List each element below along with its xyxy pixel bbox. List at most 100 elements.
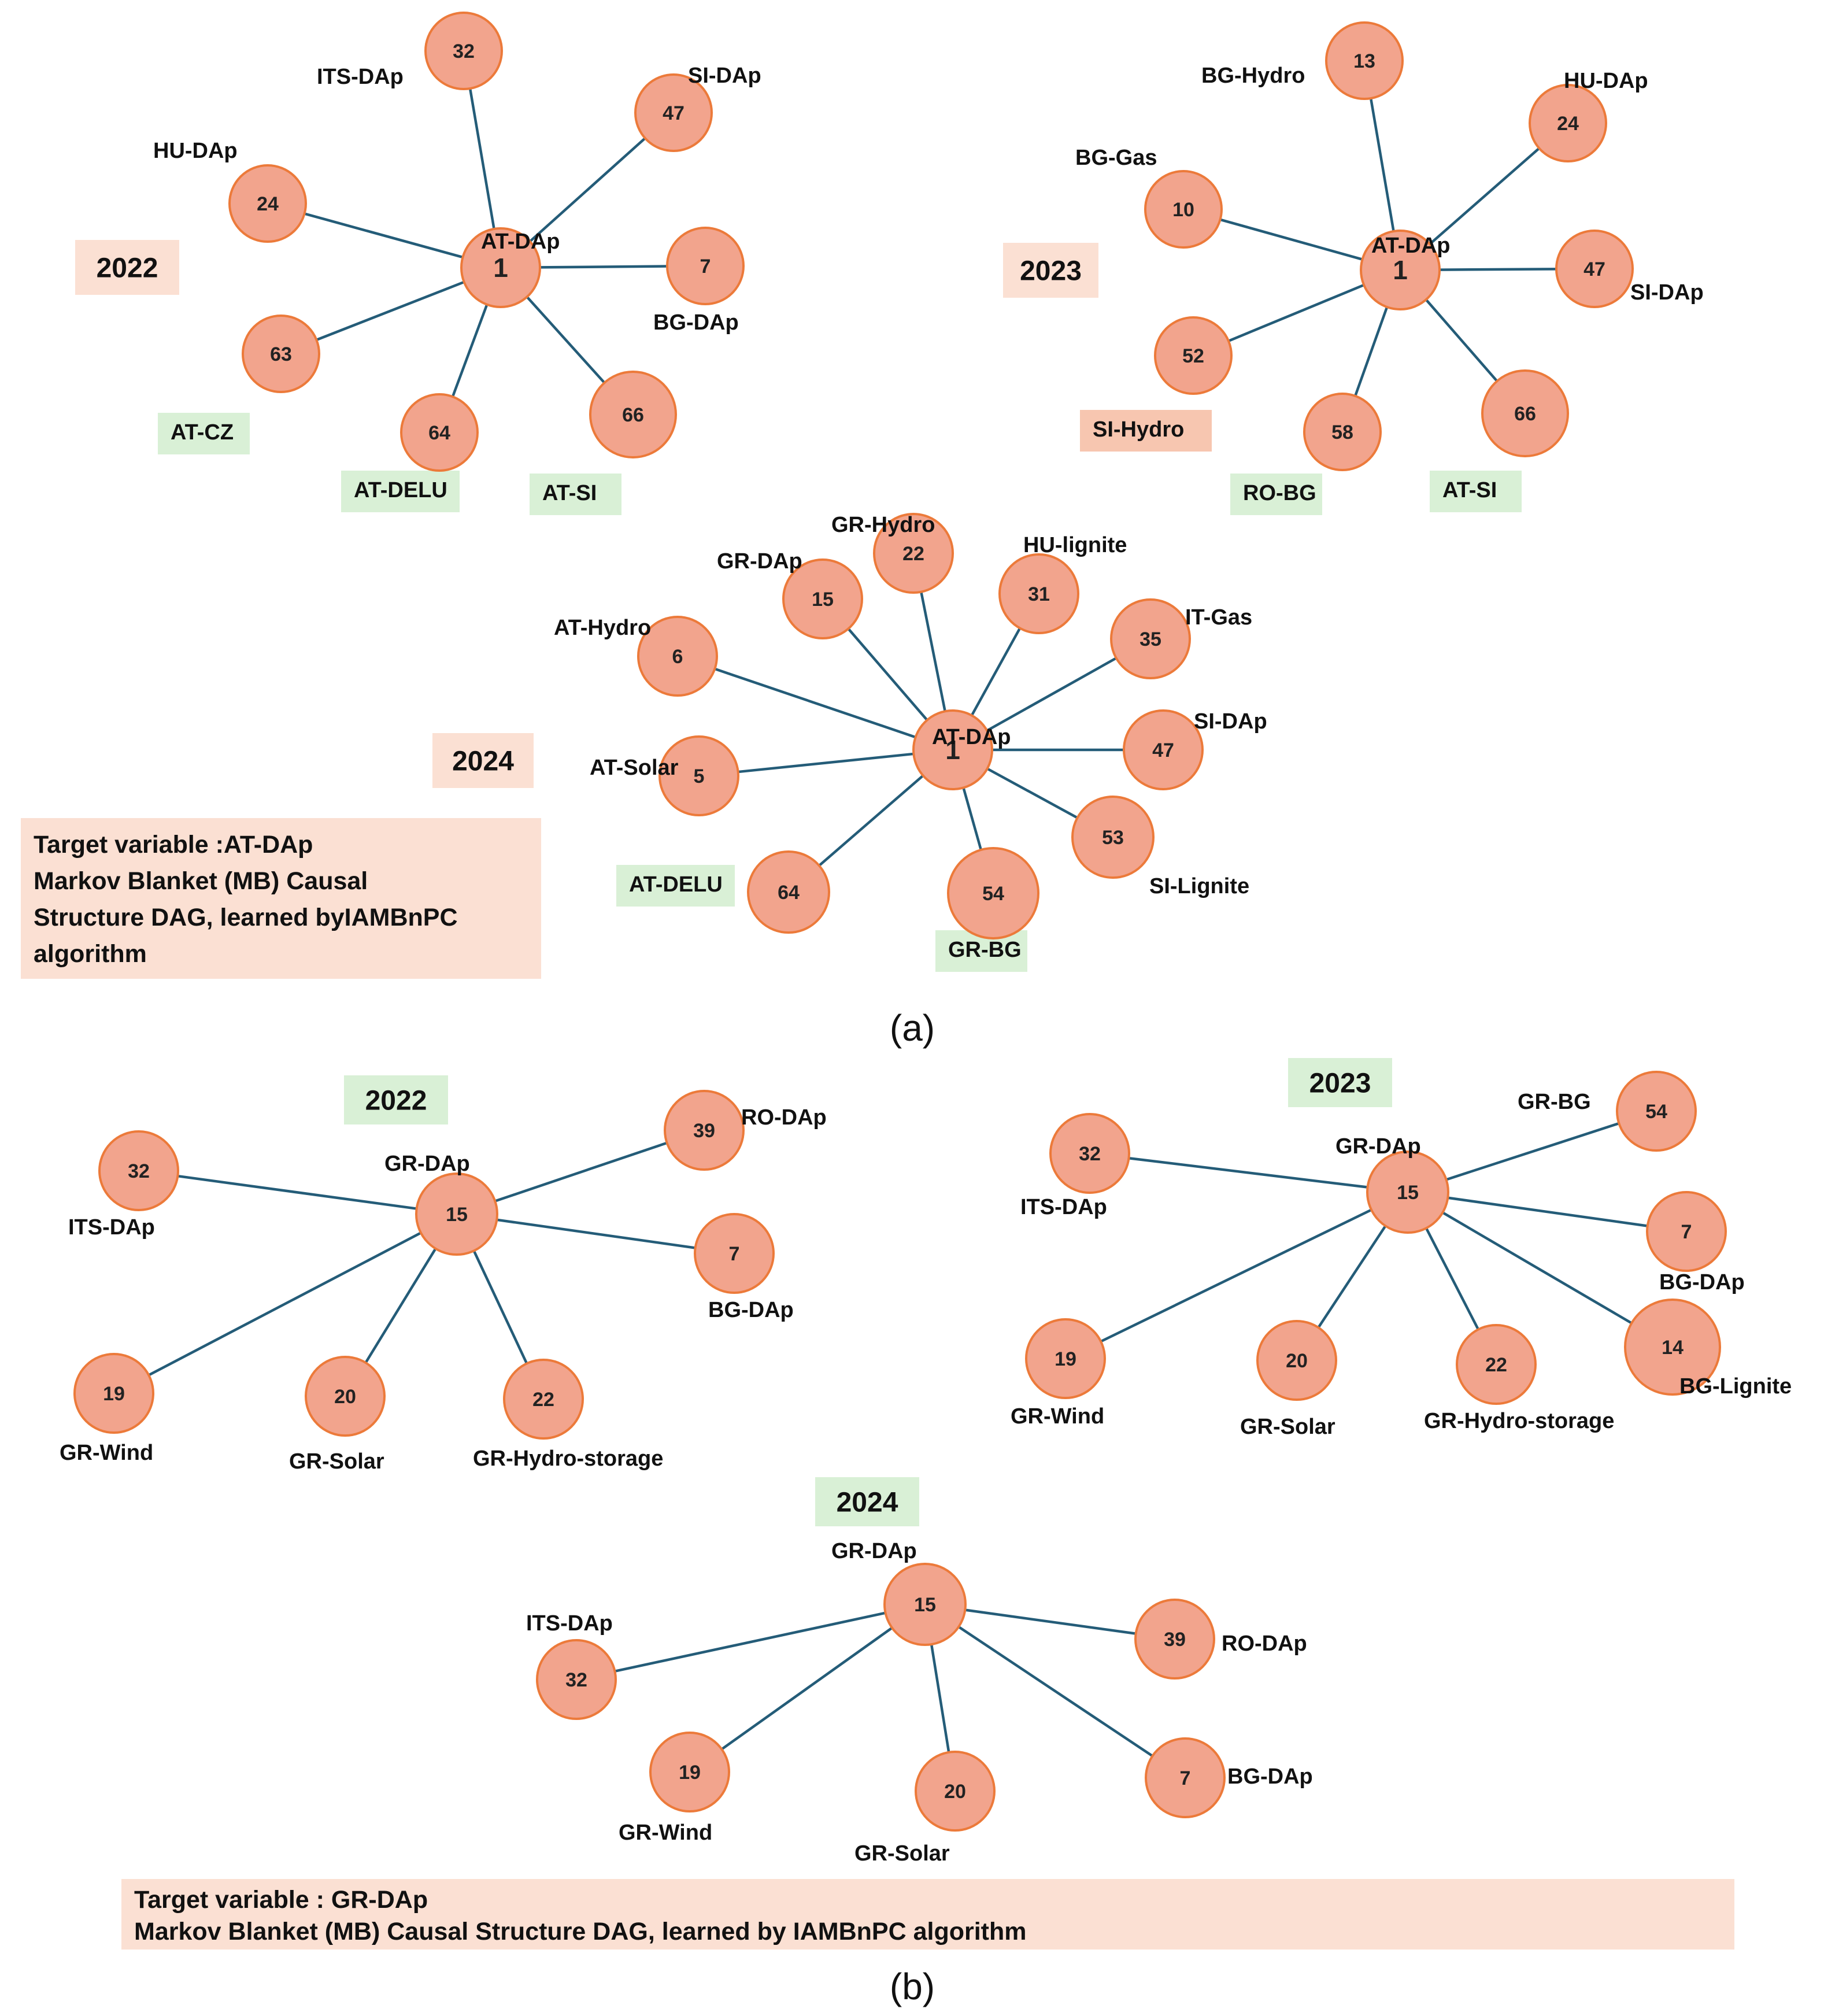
edge-a-2024-53 [986,767,1078,819]
node-a-2024-5 [658,735,739,816]
node-label-b-2022-bg-dap: BG-DAp [708,1298,794,1322]
node-id-a-2023-10: 10 [1172,199,1194,221]
edge-a-2022-47 [529,137,646,243]
node-label-b-2024-gr-solar: GR-Solar [854,1841,950,1866]
node-id-a-2023-58: 58 [1331,421,1353,443]
edge-b-2022-7 [496,1218,695,1249]
node-label-a-2022-at-cz: AT-CZ [171,420,234,445]
center-node-label-a-2023: AT-DAp [1371,234,1451,258]
node-id-b-2022-32: 32 [128,1160,150,1182]
node-id-a-2024-53: 53 [1102,827,1124,849]
edge-b-2022-32 [177,1174,417,1210]
center-node-id-b-2022: 15 [446,1204,468,1226]
node-id-a-2022-47: 47 [663,102,685,124]
center-node-b-2024 [883,1563,967,1646]
node-b-2023-22 [1456,1324,1537,1405]
node-label-a-2024-hu-lignite: HU-lignite [1023,533,1127,557]
node-id-a-2022-32: 32 [453,40,475,62]
node-b-2024-39 [1134,1599,1215,1680]
node-id-a-2024-35: 35 [1139,628,1161,650]
edge-a-2022-7 [539,265,668,269]
center-node-label-a-2022: AT-DAp [481,230,560,254]
label-tag-a-2022-at-cz [158,413,250,454]
node-b-2023-19 [1025,1318,1106,1399]
node-id-b-2023-20: 20 [1286,1350,1308,1372]
node-label-b-2023-gr-wind: GR-Wind [1011,1404,1104,1429]
note-line-a-1: Target variable :AT-DAp [34,831,313,859]
node-b-2022-7 [694,1213,775,1294]
node-a-2024-64 [747,850,830,934]
node-b-2023-54 [1616,1071,1697,1152]
node-b-2022-39 [664,1090,745,1171]
edge-b-2024-20 [930,1644,950,1753]
edge-b-2022-39 [494,1141,668,1203]
edge-a-2023-24 [1429,147,1540,245]
node-label-a-2023-at-si: AT-SI [1442,478,1497,502]
node-a-2023-47 [1555,230,1634,308]
note-line-a-2: Markov Blanket (MB) Causal [34,867,368,895]
node-a-2022-63 [242,315,320,393]
node-id-b-2023-14: 14 [1662,1337,1684,1359]
edges-layer [148,88,1648,1758]
label-tag-a-2023-si-hydro [1080,410,1212,452]
center-node-a-2023 [1360,230,1441,310]
label-tag-a-2024-at-delu [616,865,735,907]
node-label-b-2022-gr-wind: GR-Wind [60,1441,153,1465]
node-label-a-2022-bg-dap: BG-DAp [653,310,739,335]
node-b-2022-32 [98,1130,179,1211]
year-label-b-2022: 2022 [365,1086,427,1116]
center-node-id-a-2022: 1 [493,253,508,283]
node-b-2022-19 [73,1353,154,1434]
node-id-b-2024-20: 20 [944,1781,966,1803]
node-id-a-2024-6: 6 [672,646,683,668]
node-a-2023-10 [1144,170,1223,249]
node-b-2022-22 [503,1359,584,1440]
node-id-a-2024-22: 22 [902,543,924,565]
note-box-a [21,818,541,979]
year-badge-a-2024 [432,733,534,788]
caption-b: (b) [890,1966,935,2007]
node-id-a-2024-54: 54 [982,883,1004,905]
node-label-a-2023-hu-dap: HU-DAp [1564,69,1648,93]
node-b-2023-7 [1646,1191,1727,1272]
label-tag-a-2022-at-si [530,474,621,515]
node-id-b-2023-54: 54 [1645,1101,1667,1123]
center-node-b-2022 [415,1172,498,1256]
center-node-id-a-2023: 1 [1393,255,1408,285]
edge-b-2023-19 [1100,1208,1372,1343]
node-id-a-2022-7: 7 [700,256,711,278]
edge-a-2022-66 [526,295,606,384]
node-id-b-2024-39: 39 [1164,1629,1186,1651]
year-badge-a-2023 [1003,243,1098,298]
node-a-2022-24 [228,164,307,243]
edge-b-2023-7 [1447,1196,1648,1227]
node-id-b-2024-7: 7 [1180,1767,1191,1789]
node-b-2023-32 [1049,1113,1130,1194]
node-id-b-2022-39: 39 [693,1120,715,1142]
node-a-2024-22 [873,513,954,594]
node-label-a-2024-it-gas: IT-Gas [1185,605,1252,630]
node-b-2024-7 [1145,1737,1226,1818]
node-label-a-2022-hu-dap: HU-DAp [153,139,238,163]
node-label-a-2024-gr-bg: GR-BG [948,938,1022,962]
node-a-2023-13 [1325,21,1404,100]
edge-b-2022-19 [148,1231,422,1377]
node-b-2024-19 [649,1732,730,1812]
edge-a-2023-66 [1425,298,1499,382]
edge-a-2024-22 [920,591,946,712]
node-id-a-2023-47: 47 [1583,258,1605,280]
edge-a-2024-15 [847,628,928,721]
node-id-a-2023-66: 66 [1514,403,1536,425]
node-id-a-2023-13: 13 [1353,50,1375,72]
edge-b-2024-39 [965,1608,1136,1635]
node-label-b-2022-gr-solar: GR-Solar [289,1449,384,1474]
node-id-b-2023-22: 22 [1485,1354,1507,1376]
center-node-a-2024 [912,709,993,790]
year-label-b-2023: 2023 [1309,1068,1371,1099]
node-id-b-2022-20: 20 [334,1386,356,1408]
caption-a: (a) [890,1007,935,1049]
edge-a-2024-64 [818,774,924,867]
node-b-2024-20 [915,1751,996,1832]
node-label-a-2023-ro-bg: RO-BG [1243,481,1316,505]
label-tag-a-2023-at-si [1430,471,1522,512]
